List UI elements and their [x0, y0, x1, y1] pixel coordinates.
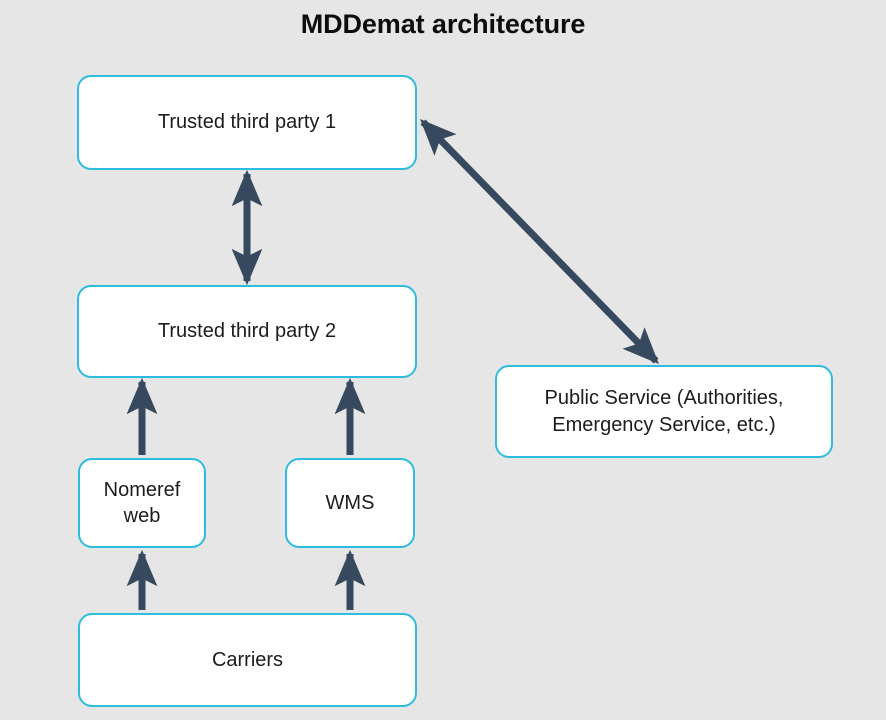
node-wms[interactable]: WMS	[285, 458, 415, 548]
node-label: Trusted third party 2	[157, 320, 337, 343]
node-trusted-third-party-1[interactable]: Trusted third party 1	[77, 75, 417, 170]
node-label: Trusted third party 1	[157, 111, 337, 134]
node-label: WMS	[325, 491, 375, 514]
node-label: Carriers	[211, 648, 284, 671]
page-title: MDDemat architecture	[300, 9, 586, 39]
node-public-service[interactable]: Public Service (Authorities, Emergency S…	[495, 365, 833, 458]
node-label: Nomeref web	[103, 478, 181, 527]
edge-ttp1-to-public	[420, 118, 659, 365]
node-label: Public Service (Authorities, Emergency S…	[544, 387, 784, 436]
node-carriers[interactable]: Carriers	[78, 613, 417, 707]
node-trusted-third-party-2[interactable]: Trusted third party 2	[77, 285, 417, 378]
node-nomeref-web[interactable]: Nomeref web	[78, 458, 206, 548]
